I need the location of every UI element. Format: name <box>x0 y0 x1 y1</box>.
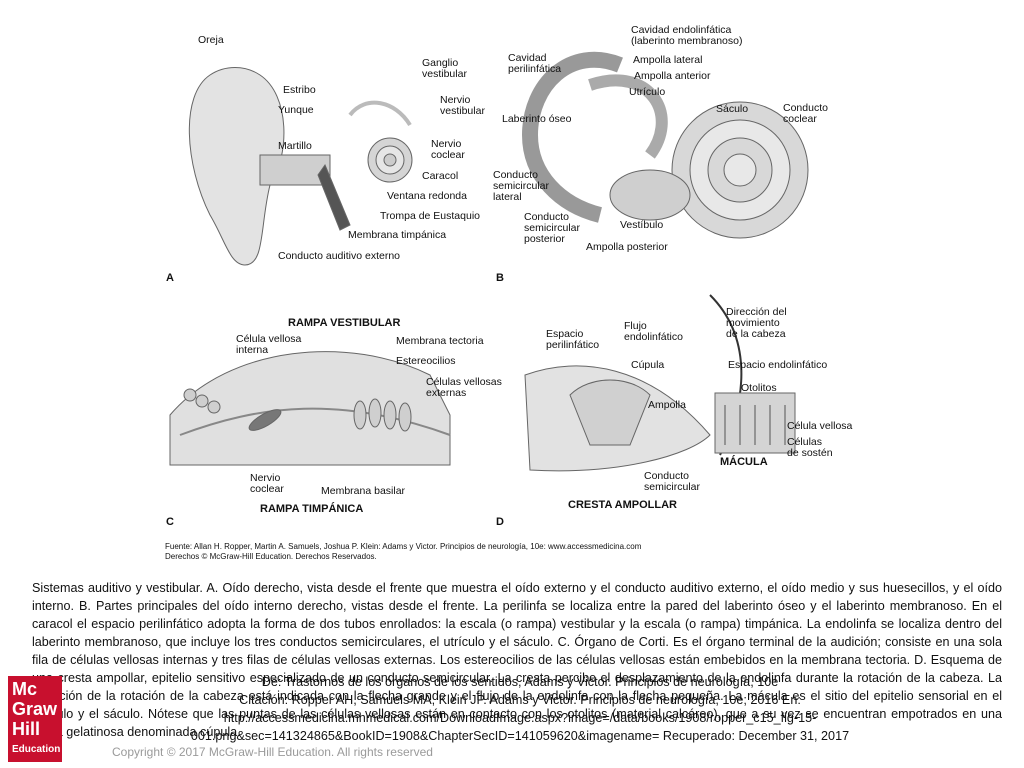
logo-text-4: Education <box>12 744 61 755</box>
label-nervio-coclear-a: Nervio coclear <box>431 138 465 161</box>
label-semicircular-lateral: Conducto semicircular lateral <box>493 169 550 203</box>
label-celula-vellosa: Célula vellosa <box>787 420 853 432</box>
illustration-art <box>169 51 809 472</box>
panel-a-letter: A <box>166 272 174 284</box>
label-direccion: Dirección del movimiento de la cabeza <box>726 306 787 340</box>
citation-url-line-2[interactable]: 001.png&sec=141324865&BookID=1908&Chapte… <box>190 729 850 743</box>
label-trompa: Trompa de Eustaquio <box>380 210 481 222</box>
label-oreja: Oreja <box>198 34 224 46</box>
label-otolitos: Otolitos <box>741 382 777 394</box>
label-espacio-endolinfatico: Espacio endolinfático <box>728 359 828 371</box>
panel-d-letter: D <box>496 516 504 528</box>
label-espacio-perilinfatico: Espacio perilinfático <box>546 328 600 351</box>
label-cresta-ampollar: CRESTA AMPOLLAR <box>568 499 677 511</box>
label-celulas-sosten: Células de sostén <box>787 436 833 459</box>
label-conducto-auditivo: Conducto auditivo externo <box>278 250 400 262</box>
label-conducto-semicircular: Conducto semicircular <box>644 470 701 493</box>
label-ganglio: Ganglio vestibular <box>422 57 467 80</box>
label-celulas-externas: Células vellosas externas <box>426 376 502 399</box>
label-nervio-vestibular: Nervio vestibular <box>440 94 485 117</box>
label-nervio-coclear-c: Nervio coclear <box>250 472 284 495</box>
label-membrana-tectoria: Membrana tectoria <box>396 335 484 347</box>
label-flujo: Flujo endolinfático <box>624 320 683 343</box>
figure: Oreja Estribo Yunque Martillo Ganglio ve… <box>150 15 910 575</box>
mcgraw-hill-logo: Mc Graw Hill Education <box>8 676 62 762</box>
label-rampa-timpanica: RAMPA TIMPÁNICA <box>260 503 364 515</box>
panel-b-letter: B <box>496 272 504 284</box>
label-laberinto-oseo: Laberinto óseo <box>502 113 572 125</box>
figure-source: Fuente: Allan H. Ropper, Martin A. Samue… <box>165 542 642 561</box>
citation-line-1: De: Trastornos de los órganos de los sen… <box>261 675 779 689</box>
label-membrana-timpanica: Membrana timpánica <box>348 229 447 241</box>
label-ampolla-lateral: Ampolla lateral <box>633 54 703 66</box>
logo-text-3: Hill <box>12 719 41 739</box>
citation-line-2: Citación: Ropper AH, Samuels MA, Klein J… <box>239 693 801 707</box>
label-utriculo: Utrículo <box>629 86 666 98</box>
label-ampolla-posterior: Ampolla posterior <box>586 241 668 253</box>
label-membrana-basilar: Membrana basilar <box>321 485 406 497</box>
label-cavidad-endo: Cavidad endolinfática (laberinto membran… <box>631 24 743 47</box>
label-ventana: Ventana redonda <box>387 190 467 202</box>
figure-caption: Sistemas auditivo y vestibular. A. Oído … <box>32 581 1002 739</box>
copyright-text: Copyright © 2017 McGraw-Hill Education. … <box>112 745 433 759</box>
label-martillo: Martillo <box>278 140 312 152</box>
logo-text-2: Graw <box>12 699 58 719</box>
citation-url-line-1[interactable]: http://accessmedicina.mhmedical.com/Down… <box>223 711 817 725</box>
label-caracol: Caracol <box>422 170 459 182</box>
label-macula: MÁCULA <box>720 456 768 468</box>
label-ampolla-anterior: Ampolla anterior <box>634 70 711 82</box>
label-conducto-coclear: Conducto coclear <box>783 102 828 125</box>
label-estribo: Estribo <box>283 84 316 96</box>
logo-text-1: Mc <box>12 679 38 699</box>
label-cupula: Cúpula <box>631 359 665 371</box>
label-saculo: Sáculo <box>716 103 749 115</box>
label-estereocilios: Estereocilios <box>396 355 456 367</box>
label-celula-interna: Célula vellosa interna <box>236 333 302 356</box>
label-vestibulo: Vestíbulo <box>620 219 664 231</box>
label-ampolla: Ampolla <box>648 399 686 411</box>
label-rampa-vestibular: RAMPA VESTIBULAR <box>288 317 401 329</box>
label-cavidad-peri: Cavidad perilinfática <box>508 52 562 75</box>
citation-overlay: De: Trastornos de los órganos de los sen… <box>130 673 910 745</box>
panel-c-letter: C <box>166 516 174 528</box>
label-yunque: Yunque <box>278 104 314 116</box>
label-semicircular-posterior: Conducto semicircular posterior <box>524 211 581 245</box>
